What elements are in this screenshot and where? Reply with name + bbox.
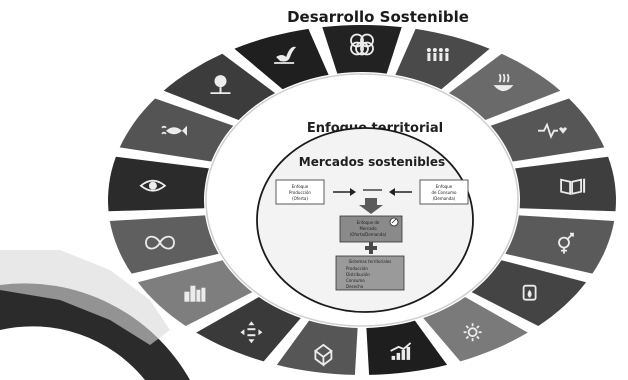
right-arrow-icon bbox=[389, 188, 412, 196]
consumption-approach-line-2: de Consumo bbox=[431, 190, 457, 195]
territorial-ring-outline bbox=[205, 73, 519, 327]
production-approach-line-3: (Oferta) bbox=[292, 196, 308, 201]
growth-chart-icon bbox=[390, 342, 412, 360]
family-people-icon bbox=[426, 48, 449, 61]
consumption-approach-line-3: (Demanda) bbox=[433, 196, 456, 201]
production-approach-line-2: Producción bbox=[289, 190, 311, 195]
sdg-segment-10 bbox=[276, 320, 358, 375]
territorial-systems-box bbox=[335, 255, 405, 291]
plus-icon bbox=[365, 242, 377, 254]
decorative-corner-shade bbox=[0, 250, 170, 345]
market-approach-line-2: Mercado bbox=[359, 226, 377, 231]
territorial-systems-line-5: Desecho bbox=[346, 284, 364, 289]
equality-arrows-icon bbox=[240, 321, 263, 344]
production-approach-box bbox=[275, 179, 325, 205]
sdg-segment-1 bbox=[322, 25, 402, 74]
territorial-systems-line-2: Producción bbox=[346, 266, 368, 271]
left-arrow-icon bbox=[333, 188, 356, 196]
water-drop-icon bbox=[522, 284, 537, 301]
interlocking-rings-icon bbox=[350, 33, 374, 56]
sdg-segment-13 bbox=[109, 215, 219, 274]
cubes-icon bbox=[313, 343, 333, 367]
food-bowl-icon bbox=[493, 73, 514, 92]
territorial-systems-line-3: Distribución bbox=[346, 272, 370, 277]
down-arrow-icon bbox=[359, 198, 383, 214]
book-icon bbox=[560, 178, 586, 195]
eye-icon bbox=[139, 179, 167, 192]
sdg-segment-14 bbox=[108, 156, 209, 212]
territorial-systems-line-4: Consumo bbox=[346, 278, 365, 283]
heartbeat-icon bbox=[538, 122, 567, 140]
infinity-icon bbox=[145, 235, 175, 250]
sun-energy-icon bbox=[463, 323, 482, 342]
sdg-segment-4 bbox=[490, 98, 605, 162]
production-approach-line-1: Enfoque bbox=[292, 184, 309, 189]
market-approach-line-1: Enfoque de bbox=[357, 220, 380, 225]
sdg-segment-2 bbox=[395, 28, 490, 90]
decorative-corner-arc bbox=[0, 283, 190, 380]
dove-icon bbox=[274, 46, 297, 64]
territorial-systems-line-1: Sistemas territoriales bbox=[349, 259, 392, 264]
sdg-segment-5 bbox=[515, 156, 616, 212]
sustainable-markets-label: Mercados sostenibles bbox=[299, 155, 445, 169]
consumption-approach-line-1: Enfoque bbox=[436, 184, 453, 189]
fish-icon bbox=[161, 125, 187, 136]
consumption-approach-box bbox=[419, 179, 469, 205]
gender-symbol-icon bbox=[558, 232, 574, 254]
market-approach-line-3: (Oferta/Demanda) bbox=[350, 232, 387, 237]
city-buildings-icon bbox=[184, 285, 206, 302]
diagram-title: Desarrollo Sostenible bbox=[287, 8, 469, 26]
check-badge-icon bbox=[389, 217, 399, 227]
tree-icon bbox=[210, 75, 231, 94]
